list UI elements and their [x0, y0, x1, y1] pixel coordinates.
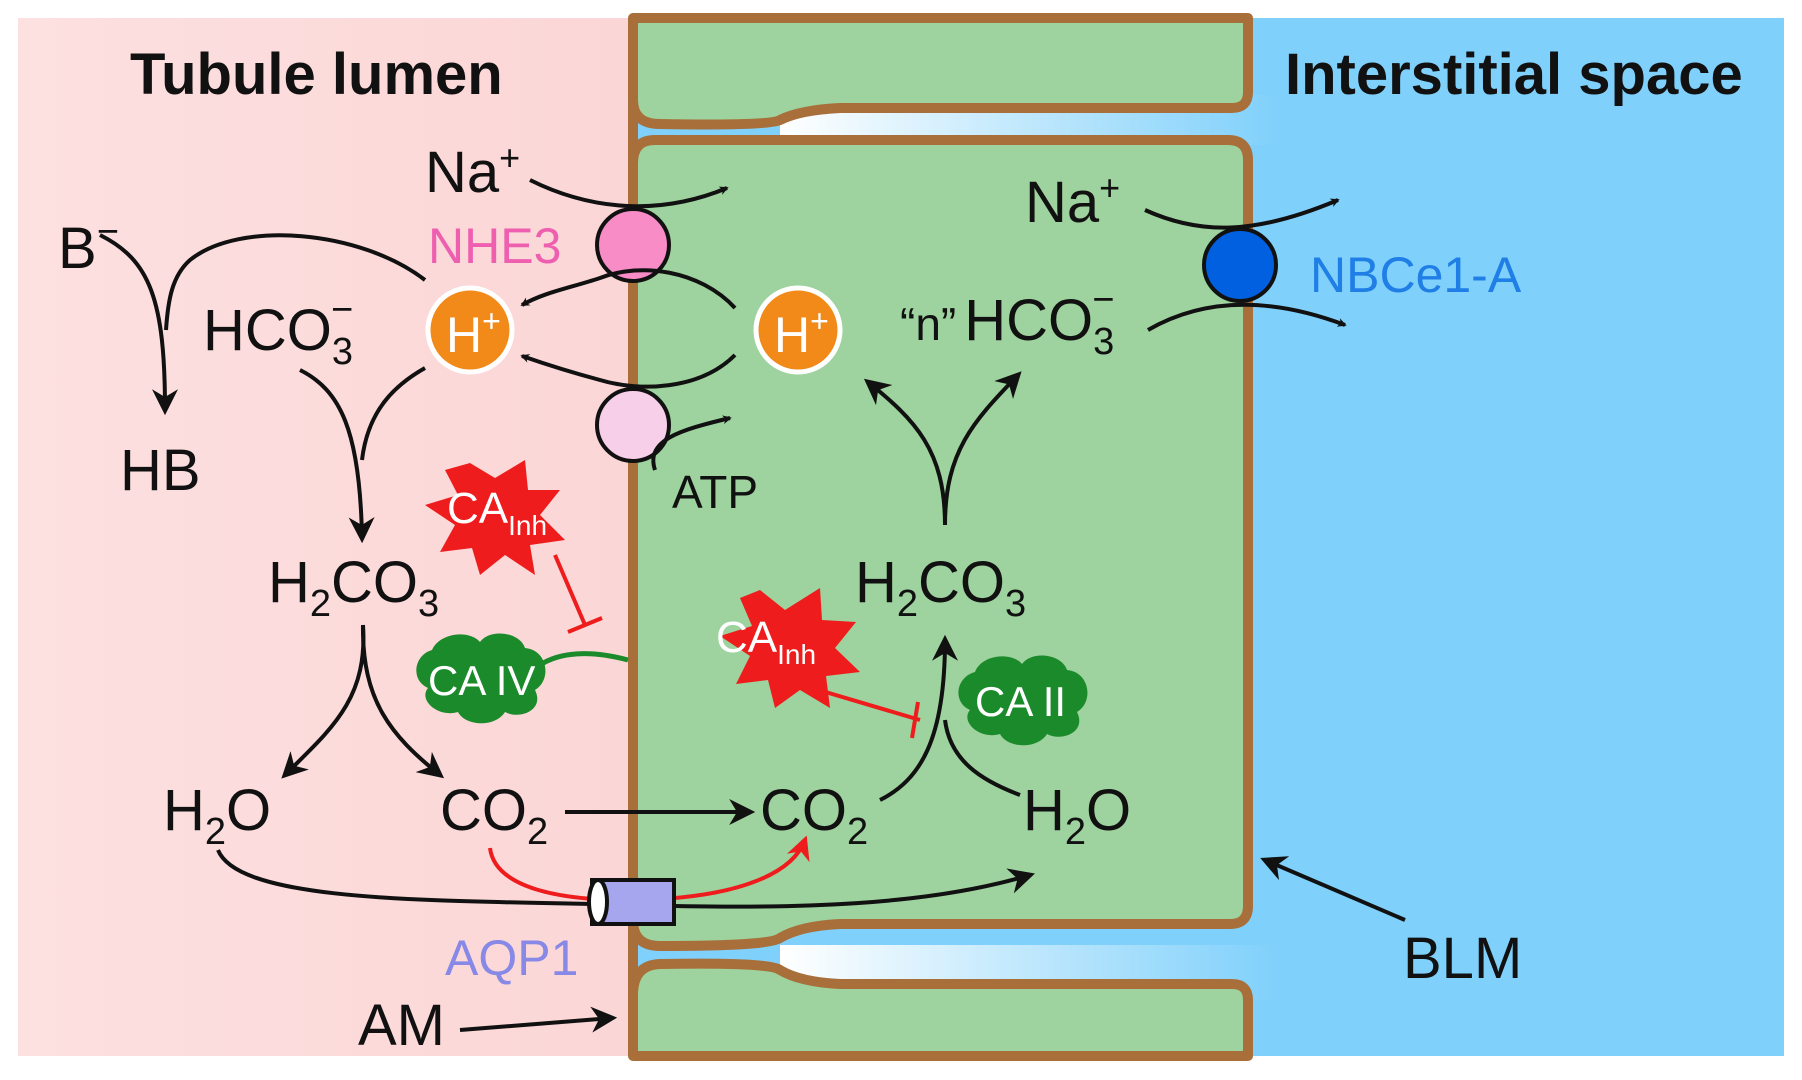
proton-lumen — [425, 285, 515, 375]
water-to-h2co3-arrow — [943, 719, 1021, 797]
basolateral-membrane-label: BLM — [1403, 926, 1522, 991]
co2-to-h2co3-arrow — [879, 634, 958, 802]
water-cell-label: H2O — [1023, 778, 1131, 853]
tubule-lumen-label: Tubule lumen — [130, 42, 503, 107]
carbonic-acid-lumen-label: H2CO3 — [268, 550, 439, 625]
basolateral-membrane-pointer — [1260, 856, 1406, 922]
upper-neighbor-cell — [628, 13, 1253, 130]
h-atpase-pump — [595, 387, 671, 463]
proton-to-h2co3-arrow — [360, 366, 426, 461]
epithelial-cell — [628, 135, 1253, 951]
proton-lumen-label: H+ — [446, 303, 501, 363]
nbce1-label: NBCe1-A — [1310, 247, 1522, 303]
lower-neighbor-cell — [628, 958, 1253, 1061]
atp-arrow — [651, 415, 732, 471]
apical-membrane-label: AM — [358, 993, 445, 1058]
water-lumen-label: H2O — [163, 778, 271, 853]
na-ion-lumen: Na+ — [425, 137, 520, 205]
bicarbonate-lumen-label: HCO3− — [203, 289, 353, 373]
ca2-enzyme — [958, 655, 1088, 746]
aqp1-label: AQP1 — [445, 930, 578, 986]
atp-label: ATP — [672, 466, 758, 518]
h2co3-to-bicarbonate-arrow — [943, 371, 1022, 526]
ca-inhibition-line-lumen — [553, 554, 587, 626]
hb-label: HB — [120, 438, 201, 503]
bicarbonate-to-h2co3-arrow — [299, 368, 375, 544]
buffer-base-label: B− — [58, 211, 119, 281]
ca2-label: CA II — [975, 678, 1066, 725]
co2-cell-label: CO2 — [760, 778, 868, 853]
buffer-to-hb-arrow — [99, 233, 178, 416]
ca4-enzyme — [416, 633, 546, 724]
nhe3-transporter — [595, 207, 671, 283]
proton-cell-label: H+ — [774, 303, 829, 363]
proton-cell — [753, 285, 843, 375]
nhe3-label: NHE3 — [428, 218, 561, 274]
na-exit-arrow — [1144, 198, 1340, 230]
ca-inhibitor-burst-lumen — [425, 460, 565, 575]
ca-inhibitor-label-cell: CAInh — [716, 613, 816, 670]
na-entry-arrow — [529, 178, 729, 209]
bicarbonate-exit-arrow — [1147, 302, 1347, 332]
h2co3-split-right-arrow — [360, 624, 445, 779]
nbce1-transporter — [1202, 227, 1278, 303]
proton-secretion-arrow-atpase — [520, 353, 737, 389]
aqp1-channel — [587, 878, 676, 926]
ca-inhibition-bar-lumen — [567, 616, 603, 634]
h2co3-to-proton-arrow — [863, 378, 947, 526]
bicarbonate-cell-label: “n”HCO3− — [900, 279, 1114, 363]
ca-inhibitor-label-lumen: CAInh — [447, 484, 547, 541]
na-ion-cell: Na+ — [1025, 167, 1120, 235]
ca4-label: CA IV — [428, 657, 535, 704]
ca-inhibition-line-cell — [811, 686, 921, 722]
ca-inhibitor-burst-cell — [720, 588, 860, 708]
proton-secretion-arrow-nhe3 — [520, 268, 737, 310]
co2-lumen-label: CO2 — [440, 778, 548, 853]
ca-inhibition-bar-cell — [910, 701, 920, 739]
proton-to-buffer-arrow — [164, 233, 427, 331]
ca4-anchor — [538, 651, 629, 668]
carbonic-acid-cell-label: H2CO3 — [855, 550, 1026, 625]
interstitial-space-label: Interstitial space — [1285, 42, 1743, 107]
apical-membrane-pointer — [459, 1006, 618, 1033]
